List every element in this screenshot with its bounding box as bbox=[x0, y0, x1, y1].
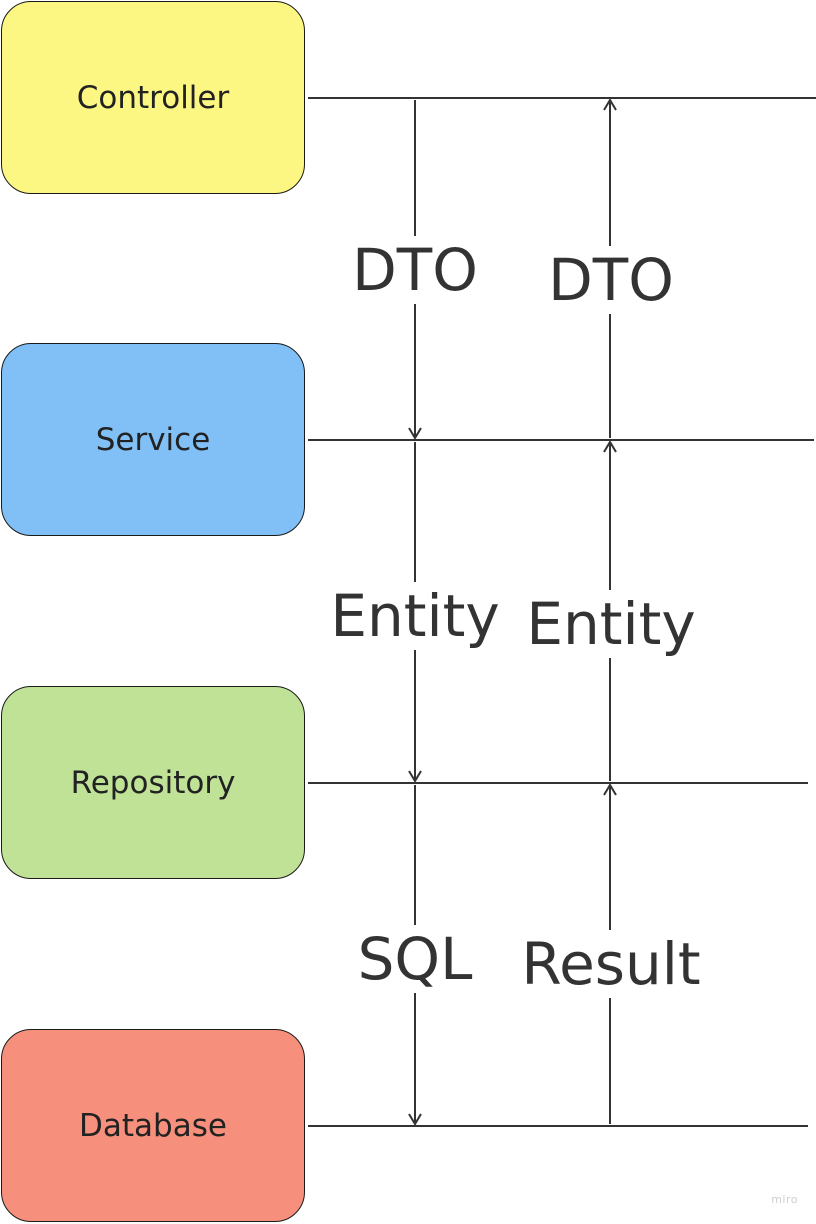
database-box: Database bbox=[1, 1029, 305, 1222]
controller-label: Controller bbox=[76, 79, 230, 116]
database-label: Database bbox=[79, 1107, 227, 1144]
service-box: Service bbox=[1, 343, 305, 536]
down-flow-label-sql: SQL bbox=[352, 925, 478, 993]
repository-label: Repository bbox=[70, 764, 236, 801]
down-flow-label-entity: Entity bbox=[330, 582, 500, 650]
up-flow-label-entity: Entity bbox=[526, 590, 696, 658]
repository-box: Repository bbox=[1, 686, 305, 879]
up-flow-label-dto: DTO bbox=[546, 246, 676, 314]
controller-box: Controller bbox=[1, 1, 305, 194]
service-label: Service bbox=[95, 421, 211, 458]
down-flow-label-dto: DTO bbox=[350, 236, 480, 304]
miro-watermark: miro bbox=[771, 1193, 798, 1206]
up-flow-label-result: Result bbox=[516, 930, 706, 998]
